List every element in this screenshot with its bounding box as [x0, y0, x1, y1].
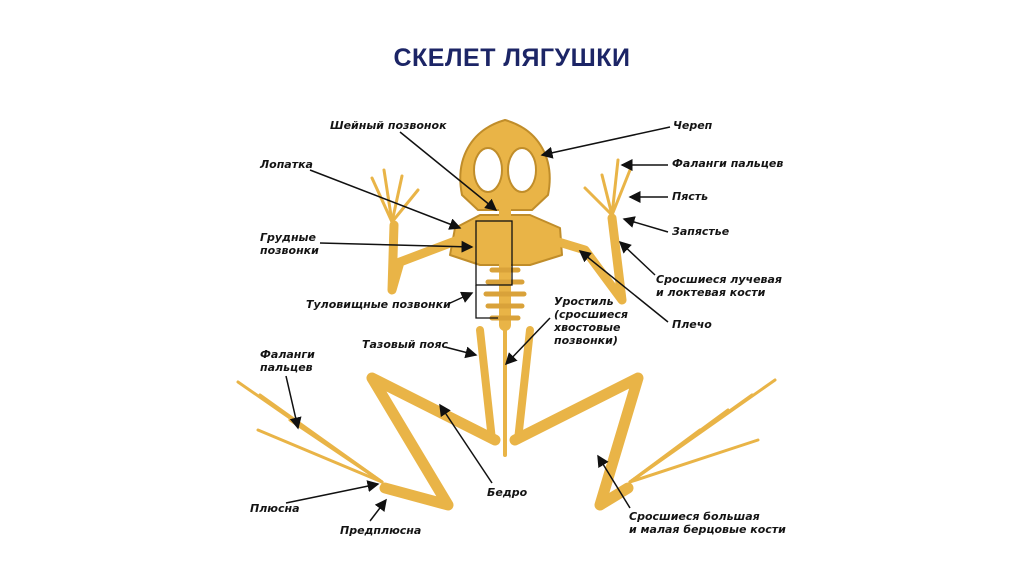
label-line: пальцев: [260, 361, 313, 374]
label-tibiofibula: Сросшиеся большая и малая берцовые кости: [629, 510, 786, 536]
eye-socket-right: [507, 147, 537, 193]
right-leg: [509, 372, 644, 511]
pointer-arrows: [285, 126, 671, 522]
label-cervical-vertebra: Шейный позвонок: [330, 119, 447, 132]
skeleton: [236, 119, 777, 511]
right-foot: [628, 378, 777, 484]
label-line: Уростиль: [554, 295, 614, 308]
label-metacarpus: Пясть: [672, 190, 709, 203]
left-hand: [370, 168, 420, 224]
right-arm: [547, 213, 627, 305]
label-scapula: Лопатка: [260, 158, 313, 171]
label-wrist: Запястье: [672, 225, 730, 238]
label-line: позвонки: [260, 244, 319, 257]
slide-title: СКЕЛЕТ ЛЯГУШКИ: [393, 44, 631, 72]
label-line: Фаланги: [260, 348, 315, 361]
label-femur: Бедро: [487, 486, 528, 499]
label-trunk-vertebrae: Туловищные позвонки: [306, 298, 451, 311]
eye-socket-left: [473, 147, 503, 193]
label-hind-phalanges: Фаланги пальцев: [260, 348, 315, 374]
label-radioulna: Сросшиеся лучевая и локтевая кости: [656, 273, 782, 299]
label-tarsus: Предплюсна: [340, 524, 422, 537]
ilium-right: [514, 326, 534, 444]
label-line: и малая берцовые кости: [629, 523, 786, 536]
label-pelvic-girdle: Тазовый пояс: [362, 338, 449, 351]
label-line: Сросшиеся лучевая: [656, 273, 782, 286]
label-line: (сросшиеся: [554, 308, 628, 321]
label-line: и локтевая кости: [656, 286, 766, 299]
left-leg: [366, 372, 501, 511]
label-humerus: Плечо: [672, 318, 712, 331]
label-line: позвонки): [554, 334, 618, 347]
label-metatarsus: Плюсна: [250, 502, 300, 515]
left-arm: [387, 220, 463, 295]
right-hand: [583, 158, 632, 217]
label-line: Грудные: [260, 231, 316, 244]
vertebrae-bracket: [475, 220, 513, 319]
label-line: Сросшиеся большая: [629, 510, 760, 523]
label-line: хвостовые: [554, 321, 621, 334]
label-skull: Череп: [673, 119, 713, 132]
label-urostyle: Уростиль (сросшиеся хвостовые позвонки): [554, 295, 628, 347]
label-thoracic-vertebrae: Грудные позвонки: [260, 231, 319, 257]
left-foot: [236, 380, 384, 484]
ilium-left: [476, 326, 496, 444]
label-fore-phalanges: Фаланги пальцев: [672, 157, 784, 170]
